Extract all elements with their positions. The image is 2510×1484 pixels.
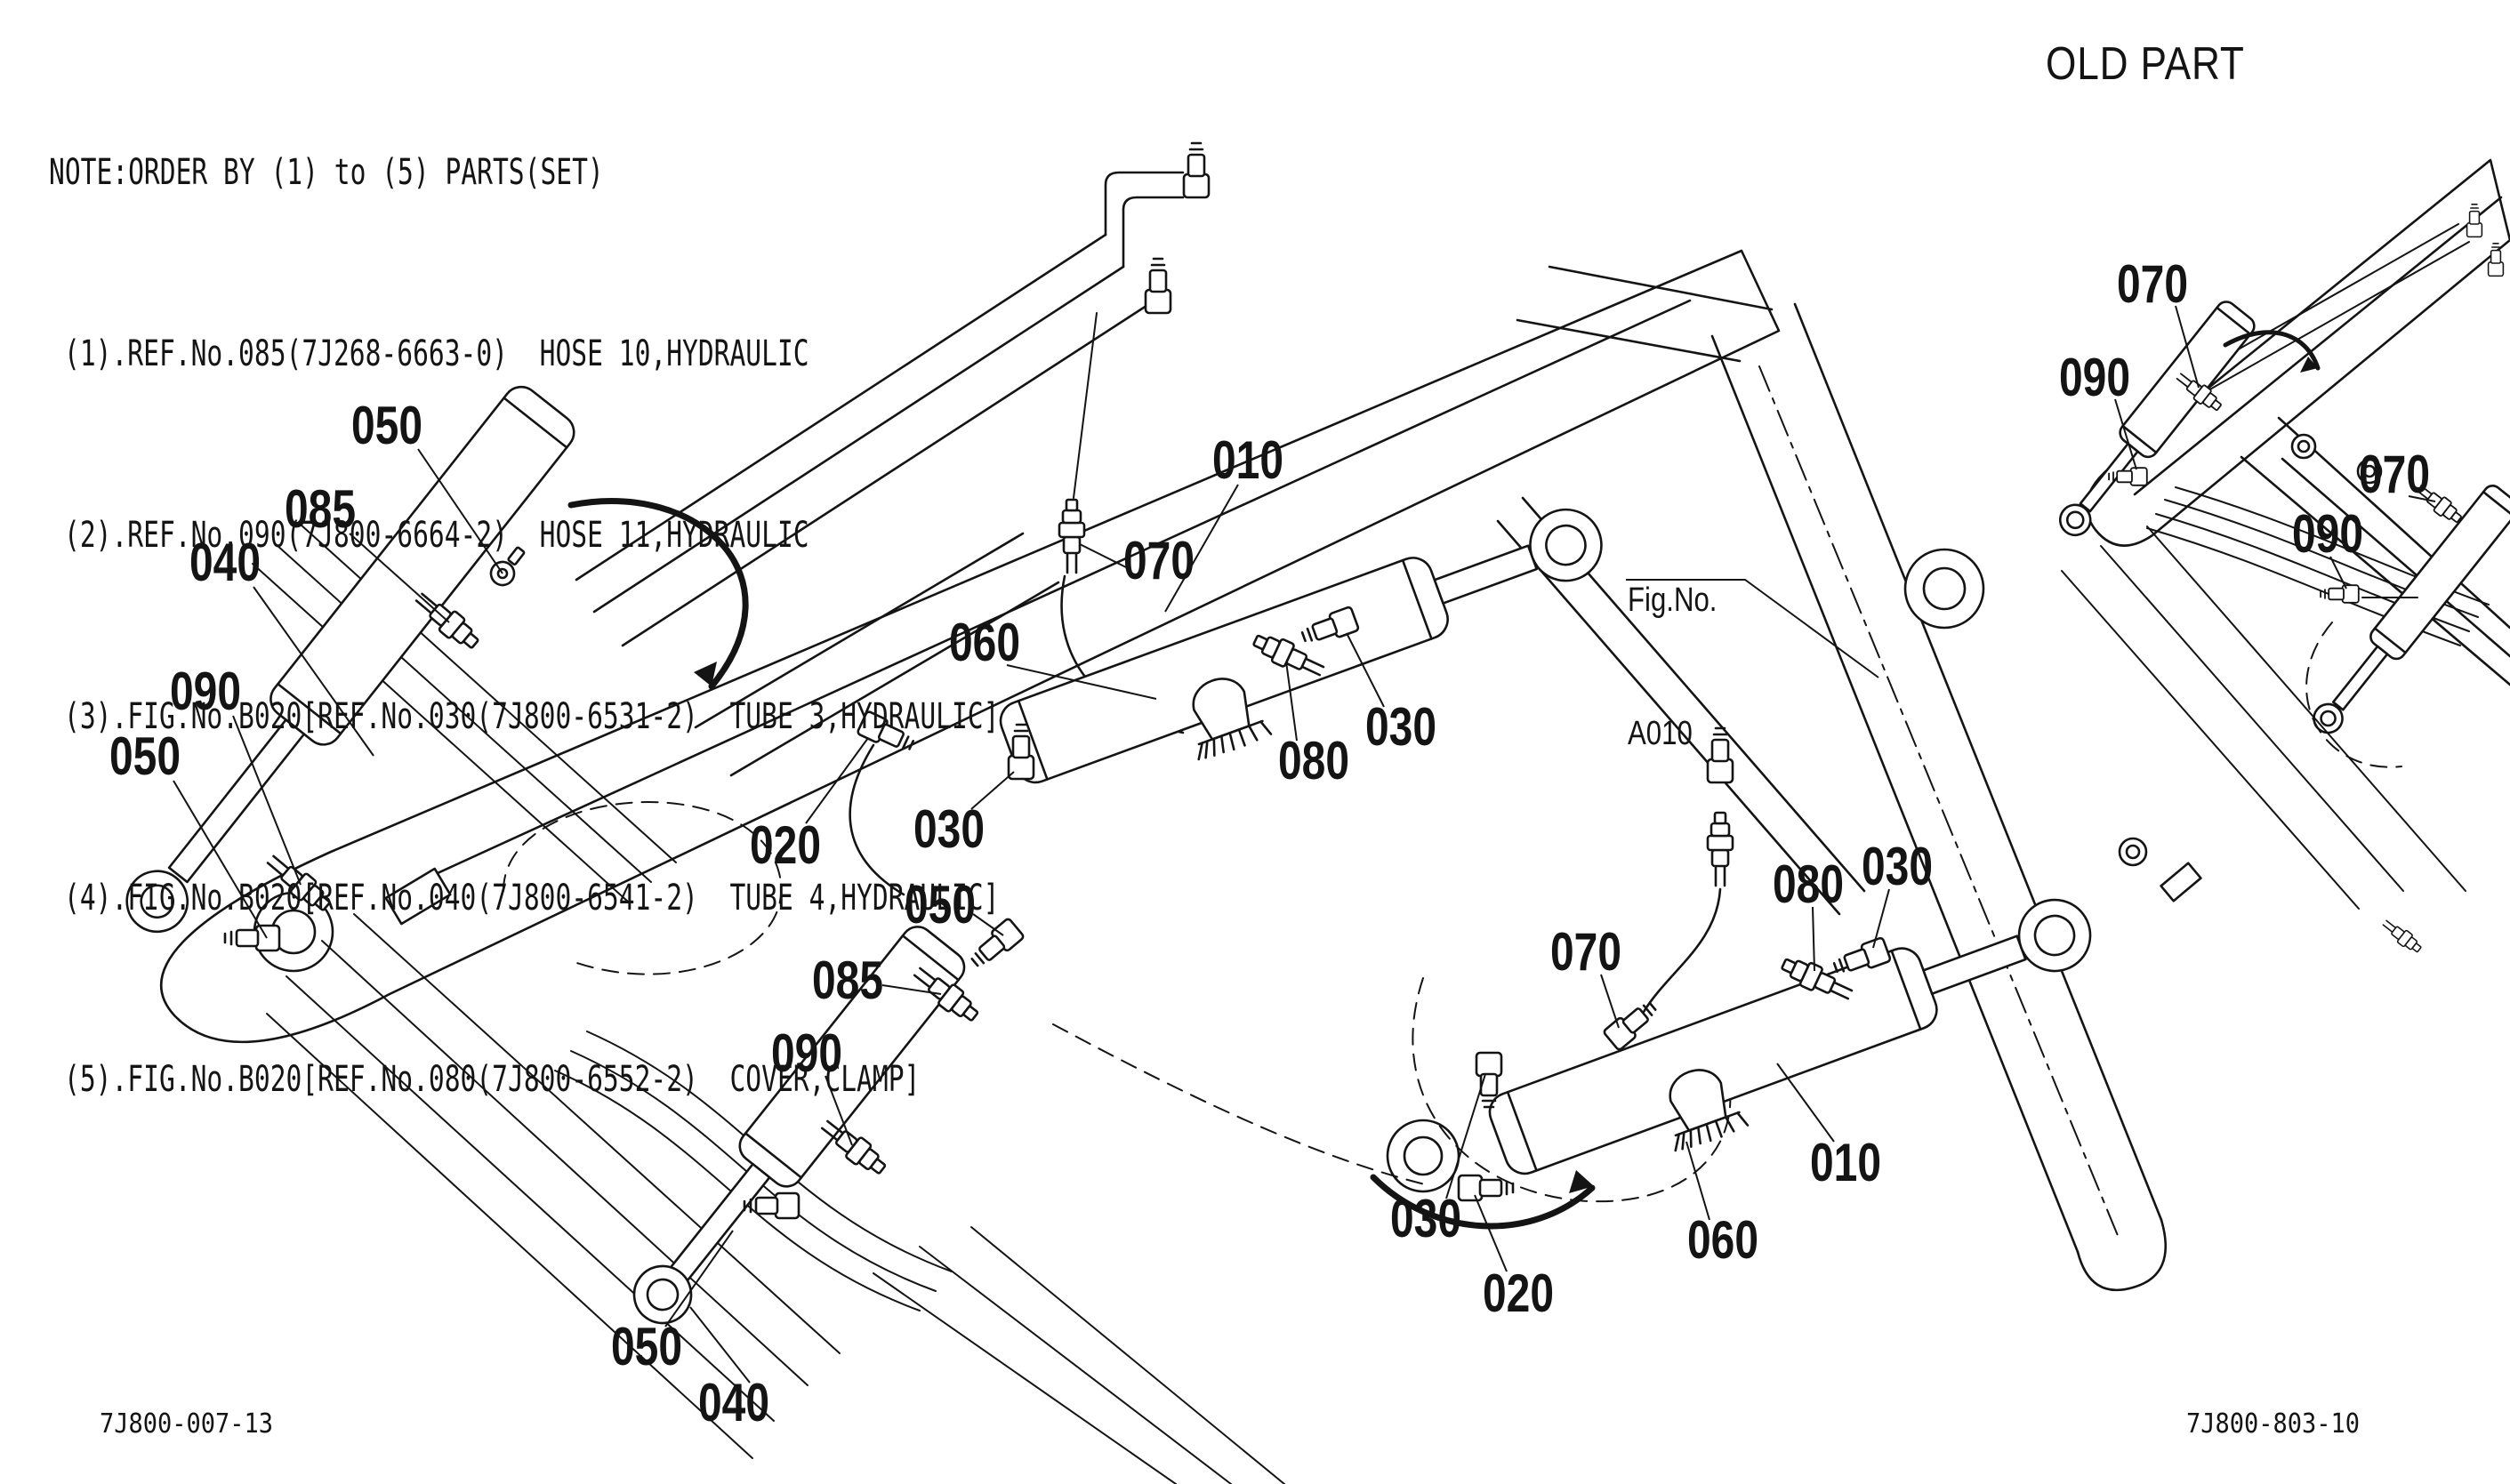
callout-label-080: 080 xyxy=(1278,731,1349,790)
callout-leader-050 xyxy=(173,780,268,939)
callout-label-090: 090 xyxy=(2292,504,2363,564)
callout-label-050: 050 xyxy=(109,726,181,786)
callout-leader-060 xyxy=(1006,664,1157,700)
callout-label-085: 085 xyxy=(812,951,883,1010)
callout-leader-080 xyxy=(1285,661,1298,742)
callout-leader-070 xyxy=(1600,974,1620,1029)
callout-label-010: 010 xyxy=(1810,1133,1881,1192)
note-line: (1).REF.No.085(7J268-6663-0) HOSE 10,HYD… xyxy=(64,333,809,374)
note-line: (5).FIG.No.B020[REF.No.080(7J800-6552-2)… xyxy=(64,1059,921,1100)
routing-hoses xyxy=(567,498,1596,1230)
callout-label-030: 030 xyxy=(1862,837,1933,896)
callout-leader-020 xyxy=(1474,1194,1508,1272)
old-part-label: OLD PART xyxy=(2046,38,2245,90)
note-line: (3).FIG.No.B020[REF.No.030(7J800-6531-2)… xyxy=(64,696,1000,737)
callout-label-040: 040 xyxy=(189,533,261,592)
callout-leader-080 xyxy=(1812,906,1815,972)
callout-leader-030 xyxy=(1346,632,1385,708)
callout-label-080: 080 xyxy=(1773,854,1844,914)
callout-leader-090 xyxy=(825,1075,853,1146)
callout-leader-040 xyxy=(689,1306,751,1384)
hydraulic-cylinders xyxy=(125,385,2104,1325)
callout-leader-060 xyxy=(1685,1141,1710,1221)
callout-leader-050 xyxy=(417,448,503,574)
callout-leader-090 xyxy=(2329,556,2347,590)
callout-label-090: 090 xyxy=(771,1023,842,1083)
callout-leader-030 xyxy=(970,771,1015,810)
callout-label-070: 070 xyxy=(2359,445,2430,504)
note-line: (2).REF.No.090(7J800-6664-2) HOSE 11,HYD… xyxy=(64,515,809,556)
callout-label-050: 050 xyxy=(351,396,422,455)
callout-label-020: 020 xyxy=(750,815,821,875)
callout-leader-070 xyxy=(1079,543,1127,568)
callout-leader-030 xyxy=(1445,1073,1486,1199)
boom-and-frame-lines xyxy=(159,249,2168,1484)
callout-label-020: 020 xyxy=(1483,1263,1554,1323)
callout-label-060: 060 xyxy=(1687,1210,1758,1270)
callout-label-070: 070 xyxy=(1550,922,1621,982)
drawing-code-left: 7J800-007-13 xyxy=(100,1408,274,1440)
fig-ref-leader xyxy=(1626,579,1879,678)
callout-leader-085 xyxy=(881,984,942,995)
callout-leader-085 xyxy=(349,533,450,623)
note-line: (4).FIG.No.B020[REF.No.040(7J800-6541-2)… xyxy=(64,878,1000,918)
callout-label-050: 050 xyxy=(611,1317,682,1376)
note-block: NOTE:ORDER BY (1) to (5) PARTS(SET) (1).… xyxy=(49,21,999,1231)
callout-leader-070 xyxy=(2175,305,2200,389)
old-part-view xyxy=(2058,158,2510,957)
callout-label-030: 030 xyxy=(1390,1189,1461,1248)
callout-label-010: 010 xyxy=(1212,430,1283,490)
drawing-code-right: 7J800-803-10 xyxy=(2186,1408,2361,1440)
callout-leader-020 xyxy=(805,737,869,824)
fig-ref-line1: Fig.No. xyxy=(1628,582,1718,619)
note-line: NOTE:ORDER BY (1) to (5) PARTS(SET) xyxy=(49,152,604,193)
callout-leader-040 xyxy=(253,586,374,757)
fig-ref-line2: A010 xyxy=(1628,715,1693,752)
callout-label-090: 090 xyxy=(2059,348,2130,407)
callout-label-060: 060 xyxy=(949,613,1020,672)
callout-label-030: 030 xyxy=(1365,697,1436,757)
fig-ref-label: Fig.No. A010 xyxy=(1628,489,1717,845)
callout-label-085: 085 xyxy=(285,479,356,539)
callout-label-030: 030 xyxy=(913,799,985,859)
callout-label-040: 040 xyxy=(698,1373,769,1432)
callout-leader-010 xyxy=(1164,484,1239,613)
callout-leader-010 xyxy=(1776,1063,1835,1143)
callout-label-090: 090 xyxy=(170,662,241,721)
callout-leader-070 xyxy=(2408,495,2436,502)
callout-leader-090 xyxy=(2114,398,2137,470)
callout-leader-090 xyxy=(232,715,302,886)
callout-label-050: 050 xyxy=(905,875,976,935)
callout-leader-030 xyxy=(1872,888,1890,949)
callout-label-070: 070 xyxy=(2117,254,2188,314)
callout-leader-050 xyxy=(972,913,1004,936)
callout-label-070: 070 xyxy=(1123,531,1195,590)
callout-leader-050 xyxy=(664,1230,734,1328)
